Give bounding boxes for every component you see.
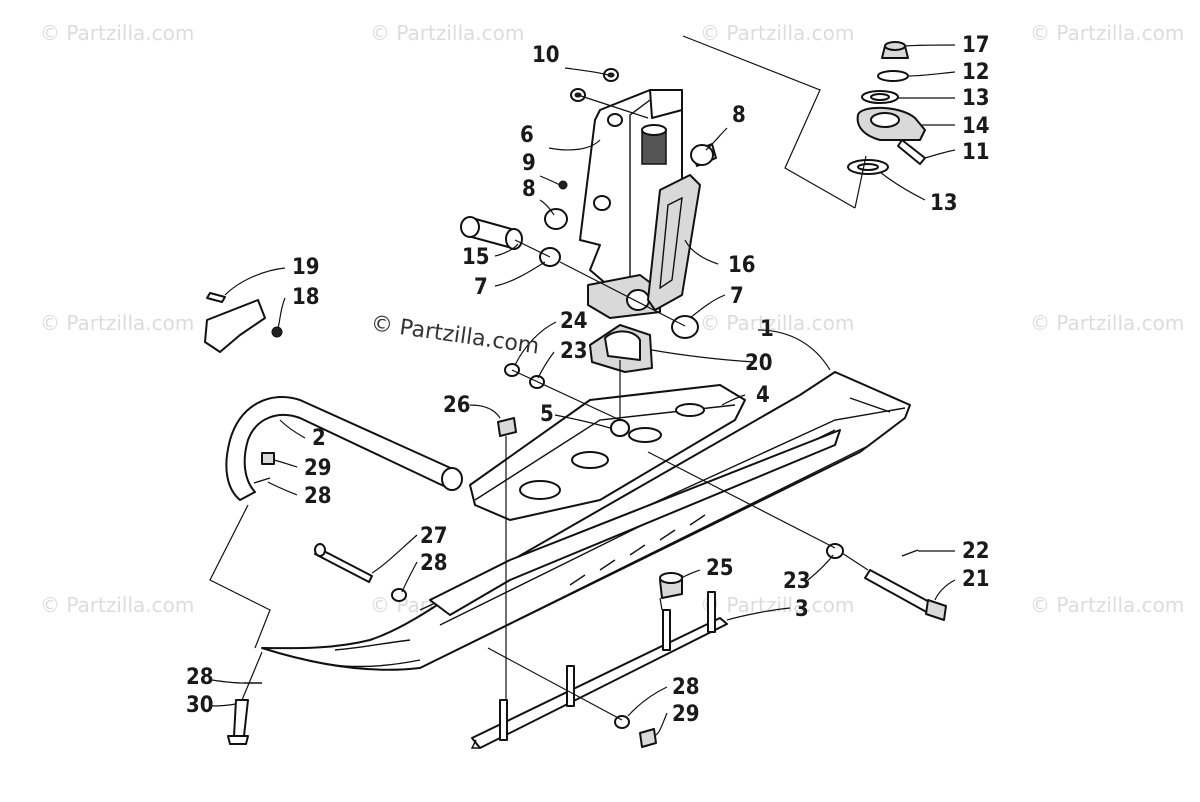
callout-13: 13 — [930, 191, 958, 216]
callout-18: 18 — [292, 285, 320, 310]
callout-8: 8 — [732, 103, 746, 128]
watermark: © Partzilla.com — [1030, 21, 1184, 45]
callout-29: 29 — [672, 702, 700, 727]
callout-leader — [211, 703, 237, 707]
callout-15: 15 — [462, 245, 490, 270]
callout-29: 29 — [304, 456, 332, 481]
callout-25: 25 — [706, 556, 734, 581]
watermark: © Partzilla.com — [700, 311, 854, 335]
callout-leader — [211, 679, 245, 684]
callout-3: 3 — [795, 597, 809, 622]
assembly-lines — [209, 35, 869, 721]
callout-23: 23 — [560, 339, 588, 364]
callout-26: 26 — [443, 393, 471, 418]
watermark-layer: © Partzilla.com © Partzilla.com © Partzi… — [40, 21, 1184, 617]
callout-9: 9 — [522, 151, 536, 176]
spindle-decal — [647, 174, 701, 311]
callout-2: 2 — [312, 426, 326, 451]
callout-6: 6 — [520, 123, 534, 148]
ski-bumper-bracket — [204, 292, 283, 353]
callout-leaders — [224, 44, 956, 736]
callout-11: 11 — [962, 140, 990, 165]
callout-19: 19 — [292, 255, 320, 280]
callout-8: 8 — [522, 177, 536, 202]
watermark: © Partzilla.com — [700, 21, 854, 45]
watermark: © Partzilla.com — [40, 21, 194, 45]
callout-4: 4 — [756, 383, 770, 408]
watermark: © Partzilla.com — [40, 311, 194, 335]
wear-bar — [470, 591, 728, 749]
watermark: © Partzilla.com — [1030, 311, 1184, 335]
callout-30: 30 — [186, 693, 214, 718]
callout-1: 1 — [760, 317, 774, 342]
ski-body — [261, 371, 911, 671]
ski-handle — [225, 395, 463, 501]
spindle-mount-block — [589, 324, 653, 373]
watermark: © Partzilla.com — [700, 593, 854, 617]
callout-17: 17 — [962, 33, 990, 58]
callout-12: 12 — [962, 60, 990, 85]
center-watermark: © Partzilla.com — [369, 311, 541, 359]
callout-20: 20 — [745, 351, 773, 376]
callout-22: 22 — [962, 539, 990, 564]
washers-top — [570, 68, 619, 102]
callout-5: 5 — [540, 402, 554, 427]
callout-13: 13 — [962, 86, 990, 111]
callout-21: 21 — [962, 567, 990, 592]
steering-arm-assembly — [847, 41, 926, 175]
callout-7: 7 — [730, 284, 744, 309]
watermark: © Partzilla.com — [370, 21, 524, 45]
callout-28: 28 — [672, 675, 700, 700]
callout-28: 28 — [186, 665, 214, 690]
watermark: © Partzilla.com — [40, 593, 194, 617]
callout-14: 14 — [962, 114, 990, 139]
callout-10: 10 — [532, 43, 560, 68]
fasteners — [227, 363, 947, 748]
callout-27: 27 — [420, 524, 448, 549]
callout-16: 16 — [728, 253, 756, 278]
watermark: © Partzilla.com — [1030, 593, 1184, 617]
bushings — [460, 143, 717, 339]
callout-7: 7 — [474, 275, 488, 300]
callout-28: 28 — [304, 484, 332, 509]
callout-23: 23 — [783, 569, 811, 594]
callout-labels: 10 6 9 8 8 15 7 7 16 17 12 13 14 11 13 1… — [186, 33, 990, 727]
callout-24: 24 — [560, 309, 588, 334]
callout-28: 28 — [420, 551, 448, 576]
